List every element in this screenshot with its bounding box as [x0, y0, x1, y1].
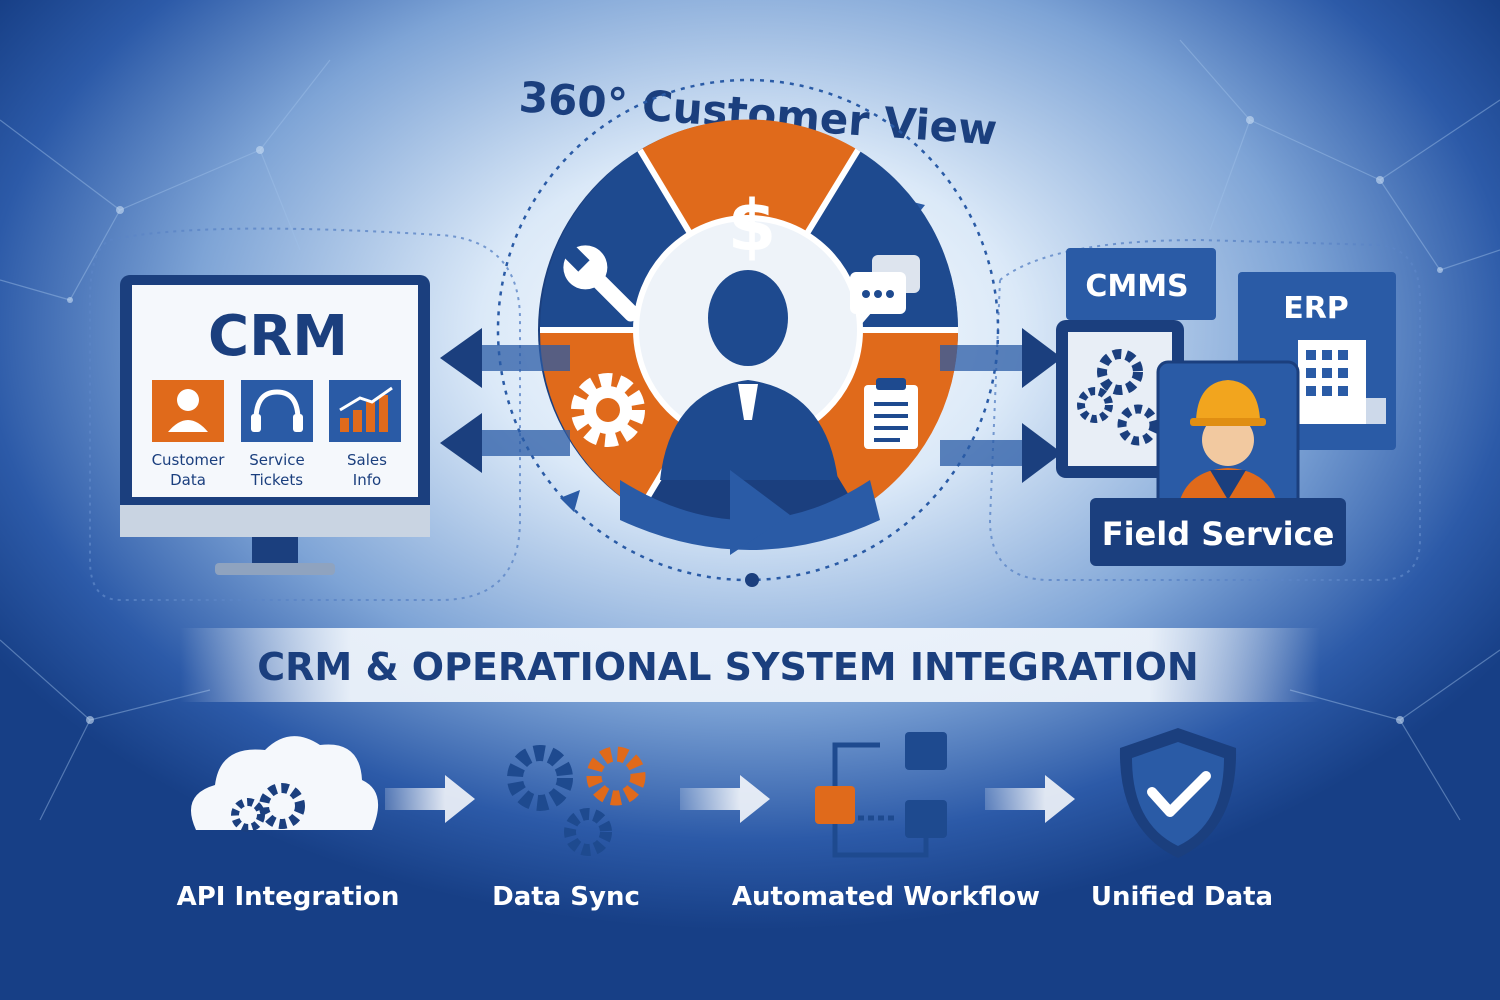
sync-sweep-arrow-icon — [620, 470, 880, 555]
wrench-icon — [559, 241, 640, 322]
cmms-panel — [1066, 248, 1216, 320]
report-icon — [864, 378, 918, 449]
shield-check-icon — [1119, 728, 1237, 858]
banner-strip — [180, 628, 1320, 702]
network-nodes — [67, 116, 1443, 724]
field-service-label: Field Service — [1102, 515, 1335, 553]
erp-label: ERP — [1283, 291, 1349, 326]
step-label-sync: Data Sync — [492, 882, 640, 912]
left-group-outline — [89, 227, 521, 601]
crm-title: CRM — [208, 304, 348, 369]
tile-label-service: Tickets — [250, 471, 303, 489]
service-tickets-tile — [241, 380, 313, 442]
step-arrow-icon — [680, 775, 770, 823]
technician-icon — [1180, 380, 1276, 500]
cloud-gears-icon — [190, 736, 379, 832]
headset-icon — [251, 389, 303, 432]
bar-chart-icon — [339, 386, 393, 432]
step-label-unified: Unified Data — [1091, 882, 1273, 912]
systems-connector-arrows — [940, 328, 1062, 483]
step-label-workflow: Automated Workflow — [732, 882, 1040, 912]
tile-label-service: Service — [249, 451, 304, 469]
chat-icon — [850, 255, 920, 326]
tile-label-sales: Info — [353, 471, 381, 489]
workflow-icon — [815, 732, 947, 858]
right-group-outline — [988, 238, 1421, 581]
field-service-label-box — [1090, 498, 1346, 566]
orbit-dot — [745, 573, 759, 587]
gears-icon — [507, 745, 646, 856]
cmms-label: CMMS — [1085, 269, 1188, 304]
person-icon — [168, 389, 208, 432]
step-label-api: API Integration — [177, 882, 400, 912]
tile-label-customer: Customer — [152, 451, 226, 469]
dollar-icon: $ — [728, 185, 777, 267]
tile-label-customer: Data — [170, 471, 206, 489]
tablet-gears-icon — [1056, 320, 1184, 478]
crm-connector-arrows — [440, 328, 570, 473]
gear-icon — [571, 373, 645, 447]
orbit-arrow-icon — [560, 490, 580, 512]
building-icon — [1298, 340, 1386, 424]
step-arrow-icon — [385, 775, 475, 823]
integration-banner: CRM & OPERATIONAL SYSTEM INTEGRATION — [257, 645, 1198, 689]
customer-person-icon — [660, 270, 838, 480]
step-arrow-icon — [985, 775, 1075, 823]
tile-label-sales: Sales — [347, 451, 387, 469]
